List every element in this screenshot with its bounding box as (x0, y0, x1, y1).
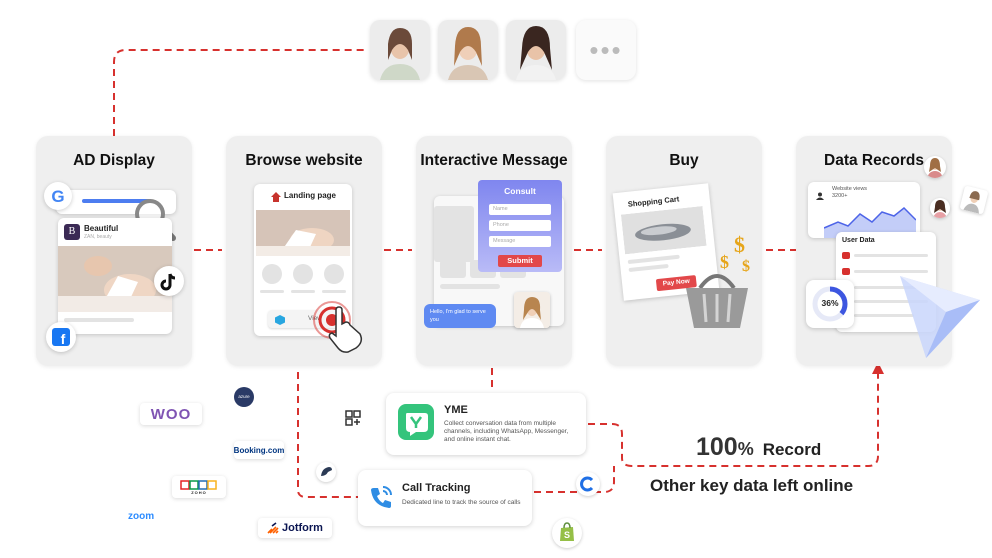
yme-title: YME (444, 404, 468, 416)
tiktok-icon (154, 266, 184, 296)
booking-logo-text: Booking.com (234, 446, 285, 455)
text-line (291, 290, 315, 293)
percent-ring-card: 36% (806, 280, 854, 328)
cube-icon (274, 313, 286, 325)
cart-line (629, 264, 669, 272)
more-avatars-icon: ••• (576, 20, 636, 80)
woo-logo: WOO (140, 403, 202, 425)
customer-avatar-2 (438, 20, 498, 80)
google-icon: G (44, 182, 72, 210)
home-icon (270, 190, 282, 202)
data-row-marker (842, 252, 850, 259)
record-avatar (930, 198, 950, 218)
jotform-icon (267, 522, 279, 534)
name-field[interactable]: Name (489, 204, 551, 215)
zoho-logo-text: ZOHO (191, 490, 207, 495)
connector-call-yme (534, 466, 614, 492)
zoho-logo: ZOHO (172, 476, 226, 498)
submit-button[interactable]: Submit (498, 255, 542, 267)
basket-icon (682, 268, 752, 330)
text-line (260, 290, 284, 293)
user-data-label: User Data (842, 237, 875, 244)
yme-description: Collect conversation data from multiple … (444, 420, 580, 444)
shopping-cart-title: Shopping Cart (627, 194, 679, 208)
record-stat: 100% Record (696, 433, 821, 462)
consult-title: Consult (478, 186, 562, 196)
yme-logo-icon (398, 404, 434, 440)
record-avatar (924, 156, 946, 178)
percent-ring-value: 36% (806, 298, 854, 308)
svg-text:S: S (564, 530, 570, 540)
zoho-logo-mark: ZOHO (179, 480, 219, 495)
step-title-interactive-message: Interactive Message (406, 152, 582, 172)
azure-logo: azure (234, 387, 254, 407)
feature-dot (324, 264, 344, 284)
funnel-icon (896, 266, 986, 362)
feature-dot (293, 264, 313, 284)
user-icon (816, 187, 824, 195)
feature-dot (262, 264, 282, 284)
facebook-icon: f (46, 322, 76, 352)
agent-avatar (514, 292, 550, 328)
call-tracking-card: Call Tracking Dedicated line to track th… (358, 470, 532, 526)
avatar-connector (114, 50, 366, 136)
yme-card: YME Collect conversation data from multi… (386, 393, 586, 455)
cart-line (628, 255, 680, 264)
brand-sub: ZAN, beauty (84, 234, 112, 240)
record-percent-number: 100 (696, 433, 738, 461)
message-field[interactable]: Message (489, 236, 551, 247)
jotform-logo: Jotform (258, 518, 332, 538)
grid-logo-icon (344, 409, 362, 427)
website-views-label: Website views (832, 186, 867, 192)
call-tracking-title: Call Tracking (402, 482, 470, 494)
product-photo (621, 206, 707, 254)
record-percent-sign: % (738, 439, 754, 459)
brand-name: Beautiful (84, 224, 118, 233)
data-row-marker (842, 268, 850, 275)
svg-text:G: G (51, 187, 64, 206)
shopify-logo-icon: S (552, 518, 582, 548)
page-block (434, 206, 474, 262)
text-line (322, 290, 346, 293)
customer-avatar-1 (370, 20, 430, 80)
bird-logo-icon (316, 462, 336, 482)
jotform-logo-text: Jotform (282, 522, 323, 534)
data-row-line (854, 254, 928, 257)
step-title-browse-website: Browse website (226, 152, 382, 172)
zoho-squares-icon (179, 480, 219, 490)
woo-logo-text: WOO (151, 406, 192, 423)
page-line (440, 284, 500, 289)
landing-photo (256, 210, 350, 256)
c-logo-icon (576, 472, 600, 496)
customer-avatar-3 (506, 20, 566, 80)
svg-text:f: f (61, 331, 66, 347)
click-hand-icon (308, 298, 372, 354)
chat-bubble: Hello, I'm glad to serve you (424, 304, 496, 328)
stats-caption: Other key data left online (650, 476, 853, 496)
zoom-logo: zoom (128, 511, 154, 522)
brand-initial: B (64, 224, 80, 240)
step-title-buy: Buy (606, 152, 762, 172)
page-block (440, 260, 466, 278)
call-tracking-description: Dedicated line to track the source of ca… (402, 499, 522, 507)
phone-icon (368, 484, 394, 510)
step-title-ad-display: AD Display (36, 152, 192, 172)
website-views-panel: Website views 3200+ (808, 182, 920, 238)
landing-page-label: Landing page (284, 191, 336, 200)
booking-logo: Booking.com (234, 441, 284, 459)
phone-field[interactable]: Phone (489, 220, 551, 231)
record-word: Record (763, 440, 822, 459)
dollar-icon: $ (734, 232, 745, 258)
